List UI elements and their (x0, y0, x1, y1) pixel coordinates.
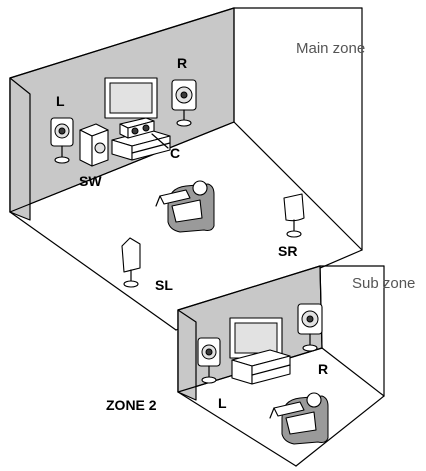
main-zone-left-wall (10, 78, 30, 220)
main-surround-left-label: SL (155, 277, 173, 293)
main-right-speaker-label: R (177, 55, 187, 71)
tv-screen (235, 323, 277, 353)
main-surround-right-label: SR (278, 243, 297, 259)
main-zone-edge (10, 212, 176, 330)
sub-right-speaker-label: R (318, 361, 328, 377)
main-zone-tv (105, 78, 157, 118)
sub-zone-listener (270, 393, 328, 444)
main-zone-edge (234, 122, 362, 250)
main-zone-surround-right-speaker (284, 194, 304, 237)
main-left-speaker-label: L (56, 93, 65, 109)
sub-zone-label: Sub zone (352, 275, 415, 292)
sub-zone-left-wall (178, 310, 196, 400)
sub-left-speaker-label: L (218, 395, 227, 411)
main-center-speaker-label: C (170, 145, 180, 161)
main-subwoofer-label: SW (79, 173, 102, 189)
zone-2-label: ZONE 2 (106, 397, 157, 413)
main-zone-label: Main zone (296, 40, 365, 57)
tv-screen (110, 83, 152, 113)
main-zone-subwoofer (80, 124, 108, 166)
main-zone-surround-left-speaker (122, 238, 140, 287)
main-zone-listener (156, 181, 214, 232)
